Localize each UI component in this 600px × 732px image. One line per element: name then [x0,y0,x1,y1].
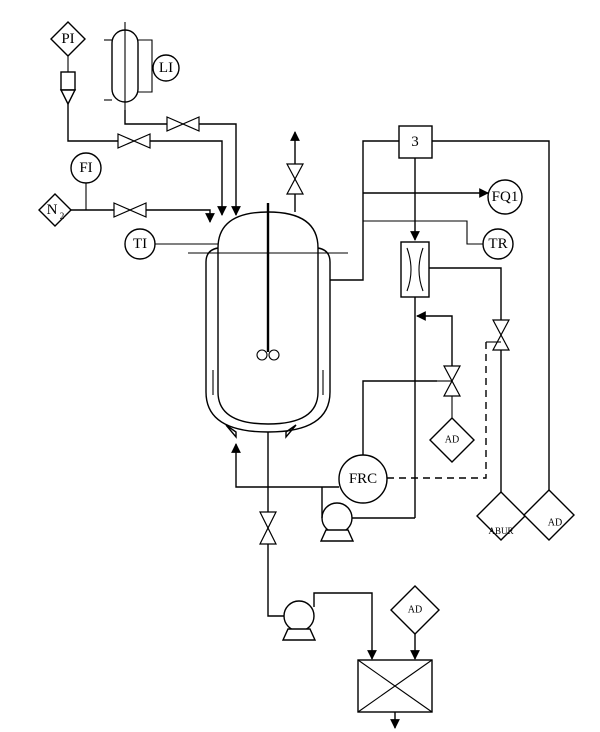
ad-right-analyzer: AD [523,489,575,541]
valve-abur [492,319,510,351]
line-to-tr [363,220,483,245]
pump-2 [281,600,317,641]
n2-subscript: 2 [60,211,65,221]
ad-right-label: AD [548,518,562,529]
valve-level [166,116,200,132]
level-column [104,22,153,110]
tr-label: TR [488,236,507,252]
abur-label: ABUR [488,526,513,536]
frc-to-valve-line [362,380,437,460]
ad-valve-analyzer: AD [429,417,475,463]
fq1-label: FQ1 [492,189,519,205]
li-instrument: LI [152,54,180,82]
pi-line [67,104,118,142]
level-drain-line [124,110,167,125]
box3-to-ad-line [432,140,550,490]
receiver-vessel [357,659,433,713]
n2-to-reactor-line [146,209,215,223]
valve-n2 [113,202,147,218]
n2-label: N [47,202,58,218]
box-3-label: 3 [411,134,419,150]
frc-label: FRC [349,471,377,487]
pi-to-reactor-line [150,140,227,216]
ad-valve-label: AD [445,435,459,446]
abur-analyzer: ABUR [476,491,526,541]
ad-bottom-label: AD [408,605,422,616]
fq1-instrument: FQ1 [487,179,523,215]
pump-1 [319,502,355,542]
tr-instrument: TR [482,228,514,260]
fi-instrument: FI [70,152,102,184]
agitator [256,203,280,361]
filter-symbol [59,71,77,106]
valve-drain [259,511,277,545]
valve-pi-line [117,133,151,149]
flowmeter [400,241,430,298]
reactor-outlet-line [330,140,399,281]
flowmeter-to-abur-valve [429,267,502,320]
ad-bottom-analyzer: AD [390,585,440,635]
pi-instrument: PI [50,21,86,57]
li-label: LI [159,60,173,76]
pi-label: PI [61,31,74,47]
drain-line-bottom [267,544,284,617]
valve-vent [286,163,304,195]
fi-label: FI [79,160,92,176]
ti-instrument: TI [124,228,156,260]
n2-source: N 2 [38,193,72,227]
box-3: 3 [398,125,433,159]
frc-controller: FRC [338,454,388,504]
level-to-reactor-line [199,123,241,216]
recycle-to-jacket-line [231,443,339,488]
ad-valve-to-flowmeter [416,311,453,366]
frc-signal-line [387,342,487,479]
reactor-vessel [188,211,348,439]
ti-label: TI [133,236,147,252]
pump2-discharge-line [313,592,377,660]
